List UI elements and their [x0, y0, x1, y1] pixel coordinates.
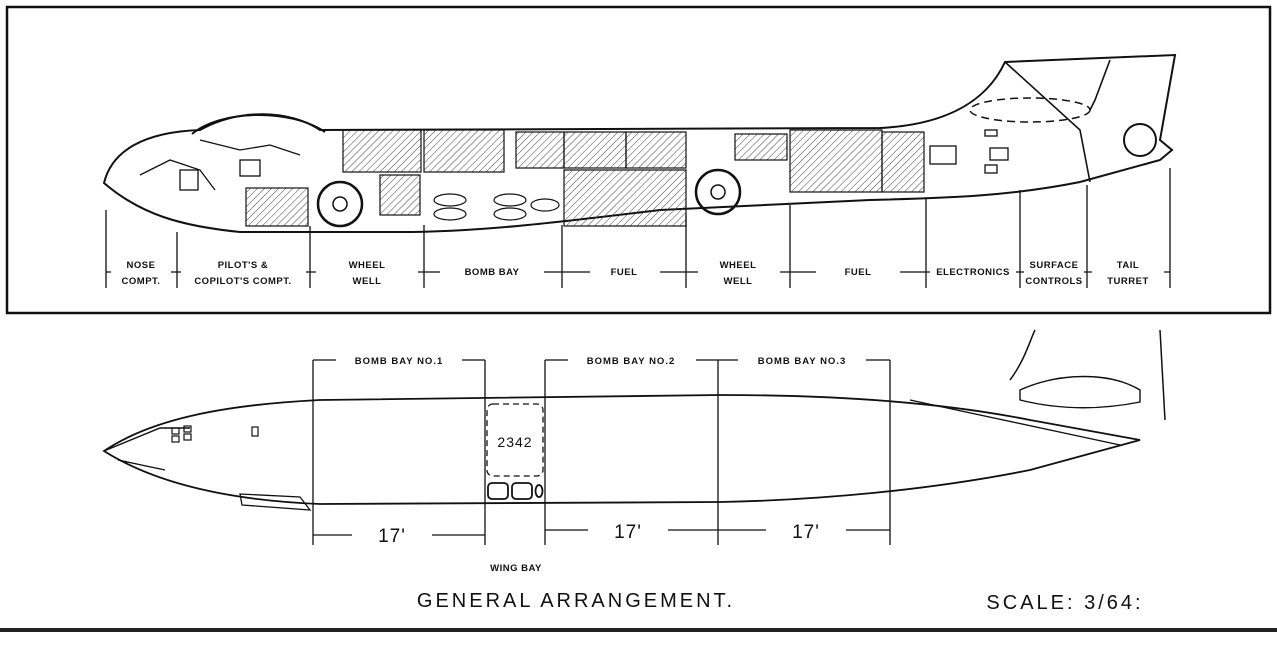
- bay-1-length: 17': [378, 526, 406, 547]
- bomb-load: [433, 193, 560, 221]
- crew-equipment: [139, 129, 1009, 191]
- hatched-blocks: [245, 129, 925, 227]
- label-wheelwell1-l1: WHEEL: [349, 260, 386, 271]
- tail-fin: [1004, 59, 1111, 183]
- scale-label: SCALE: 3/64:: [986, 592, 1143, 614]
- label-pilot-l1: PILOT'S &: [218, 260, 269, 271]
- label-electronics: ELECTRONICS: [936, 267, 1010, 278]
- bay-dividers: [312, 360, 891, 545]
- nose-gear-door: [239, 493, 312, 511]
- exterior-nose-glazing: [103, 427, 190, 471]
- bay-3-length: 17': [792, 522, 820, 543]
- label-surface-l1: SURFACE: [1030, 260, 1079, 271]
- label-fuel1: FUEL: [611, 267, 638, 278]
- nose-windows: [171, 425, 259, 443]
- exterior-fuselage: [102, 394, 1141, 505]
- bottom-border: [0, 628, 1277, 632]
- label-wheelwell2-l2: WELL: [724, 276, 753, 287]
- label-nose-l2: COMPT.: [122, 276, 161, 287]
- cutaway-frame: [5, 5, 1272, 315]
- cockpit-canopy: [191, 113, 326, 135]
- label-tail-l2: TURRET: [1107, 276, 1149, 287]
- main-gear-forward: [316, 180, 364, 228]
- label-nose-l1: NOSE: [127, 260, 156, 271]
- bomb-bay-2-label: BOMB BAY NO.2: [587, 356, 676, 367]
- label-pilot-l2: COPILOT'S COMPT.: [194, 276, 291, 287]
- stabilizer-outline: [969, 97, 1091, 123]
- fuselage-outline: [102, 53, 1177, 233]
- bay-2-length: 17': [614, 522, 642, 543]
- fuselage-number: 2342: [497, 434, 532, 450]
- wing-bay-label: WING BAY: [490, 563, 542, 574]
- label-fuel2: FUEL: [845, 267, 872, 278]
- cutaway-panel: NOSE COMPT. PILOT'S & COPILOT'S COMPT. W…: [5, 5, 1272, 315]
- label-tail-l1: TAIL: [1117, 260, 1139, 271]
- drawing-title: GENERAL ARRANGEMENT.: [417, 590, 735, 612]
- exterior-tail-fin: [1009, 329, 1166, 421]
- tail-turret-ball: [1123, 123, 1157, 157]
- wing-bay-hatches: [487, 482, 544, 500]
- exterior-stabilizer: [909, 375, 1141, 446]
- label-surface-l2: CONTROLS: [1025, 276, 1082, 287]
- label-wheelwell2-l1: WHEEL: [720, 260, 757, 271]
- label-wheelwell1-l2: WELL: [353, 276, 382, 287]
- exterior-view: BOMB BAY NO.1 BOMB BAY NO.2 BOMB BAY NO.…: [102, 329, 1166, 574]
- main-gear-aft: [694, 168, 742, 216]
- bomb-bay-1-label: BOMB BAY NO.1: [355, 356, 444, 367]
- label-bombbay: BOMB BAY: [465, 267, 520, 278]
- bomb-bay-3-label: BOMB BAY NO.3: [758, 356, 847, 367]
- wing-bay-outline: [486, 403, 544, 477]
